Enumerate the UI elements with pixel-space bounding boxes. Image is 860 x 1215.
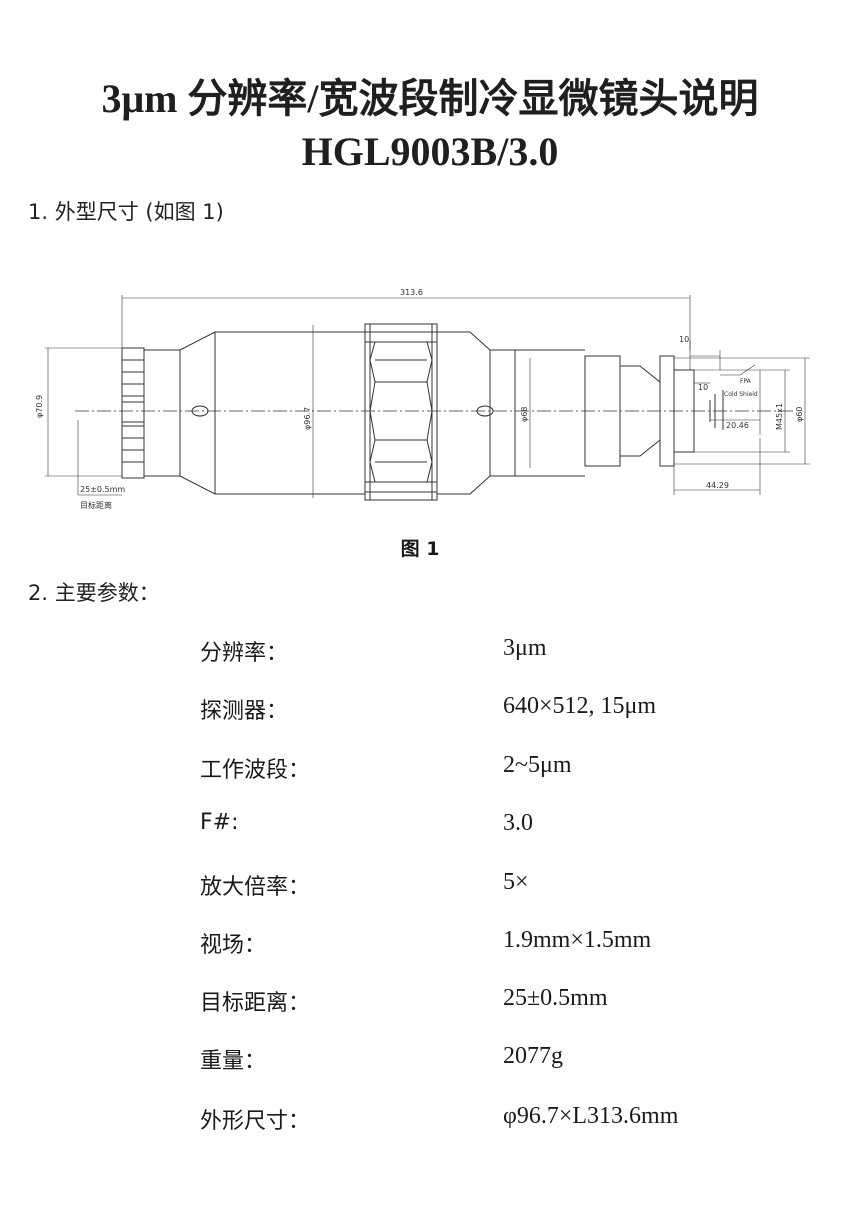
rear-barrel-top: [437, 331, 585, 351]
dim-body-diameter: φ96.7: [303, 407, 312, 430]
figure-caption: 图 1: [400, 538, 440, 560]
dim-mid-diameter: φ68: [520, 407, 529, 422]
parameter-value: 640×512, 15μm: [503, 693, 657, 719]
label-fpa: FPA: [740, 378, 752, 385]
focus-ring: [364, 323, 438, 501]
parameter-row: 重量： 2077g: [0, 1043, 860, 1083]
lens-dimension-drawing: 313.6 φ70.9 φ96.7 φ68 10 M45x1 φ60 10 20…: [35, 288, 810, 510]
front-barrel-bottom: [144, 475, 365, 495]
dim-rear-offset: 10: [679, 335, 689, 344]
parameter-value: 2~5μm: [503, 752, 572, 778]
parameter-row: 分辨率： 3μm: [0, 635, 860, 675]
parameter-label: 探测器：: [200, 699, 289, 724]
front-barrel-top: [144, 331, 365, 351]
label-target-distance: 目标距离: [80, 500, 112, 510]
parameter-value: 1.9mm×1.5mm: [503, 927, 652, 953]
parameter-label: 视场：: [200, 933, 267, 958]
parameter-value: 3.0: [503, 810, 533, 836]
parameter-label: 放大倍率：: [200, 875, 311, 900]
parameter-value: 2077g: [503, 1043, 563, 1069]
dim-cold-shield-offset: 10: [698, 383, 708, 392]
dim-front-diameter: φ70.9: [35, 395, 44, 418]
dim-total-length: 313.6: [400, 288, 423, 297]
parameter-label: 工作波段：: [200, 758, 311, 783]
section-heading-parameters: 2. 主要参数：: [28, 581, 160, 605]
parameter-row: 外形尺寸： φ96.7×L313.6mm: [0, 1103, 860, 1143]
parameter-value: 3μm: [503, 635, 547, 661]
parameter-row: F#: 3.0: [0, 810, 860, 850]
label-work-distance: 25±0.5mm: [80, 485, 125, 494]
label-cold-shield: Cold Shield: [724, 391, 758, 398]
document-title: 3μm 分辨率/宽波段制冷显微镜头说明: [101, 76, 759, 121]
front-knurled-ring: [121, 347, 145, 479]
tail-section: [584, 355, 621, 467]
parameter-label: 重量：: [200, 1049, 267, 1074]
parameter-row: 工作波段： 2~5μm: [0, 752, 860, 792]
parameter-row: 视场： 1.9mm×1.5mm: [0, 927, 860, 967]
section-heading-dimensions: 1. 外型尺寸 (如图 1): [28, 200, 224, 224]
parameter-value: 5×: [503, 869, 529, 895]
parameter-label: 目标距离：: [200, 991, 311, 1016]
parameter-label: 外形尺寸：: [200, 1109, 311, 1134]
parameter-value: 25±0.5mm: [503, 985, 608, 1011]
dim-m45-thread: M45x1: [775, 403, 784, 430]
rear-barrel-bottom: [437, 475, 585, 495]
dim-rear-diameter: φ60: [795, 407, 804, 422]
dim-back-length: 44.29: [706, 481, 729, 490]
parameter-row: 放大倍率： 5×: [0, 869, 860, 909]
parameter-value: φ96.7×L313.6mm: [503, 1103, 679, 1129]
parameter-row: 探测器： 640×512, 15μm: [0, 693, 860, 733]
parameter-label: 分辨率：: [200, 641, 289, 666]
dim-fpa-distance: 20.46: [726, 421, 749, 430]
parameter-label: F#:: [200, 810, 239, 835]
model-number: HGL9003B/3.0: [301, 129, 559, 174]
parameter-row: 目标距离： 25±0.5mm: [0, 985, 860, 1025]
